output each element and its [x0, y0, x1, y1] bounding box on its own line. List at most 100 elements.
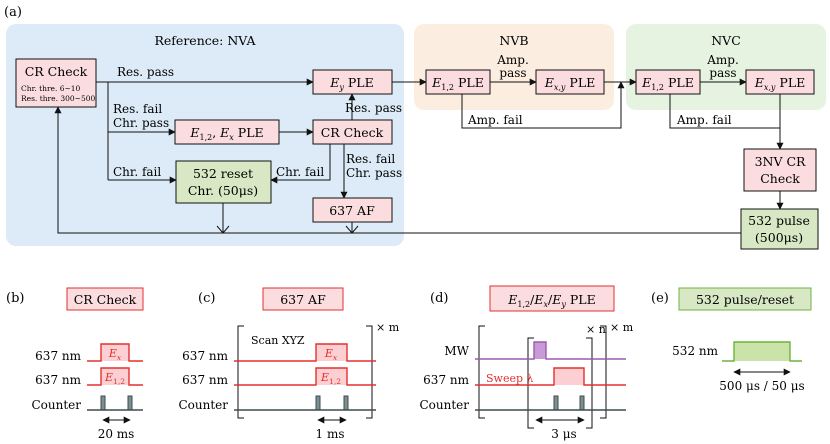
panel-c-trace-1: Ex	[234, 343, 376, 362]
panel-d-mw-trace	[475, 341, 626, 360]
panel-c-bracket-right	[366, 325, 373, 419]
panel-e-duration: 500 μs / 50 μs	[719, 379, 804, 393]
box-cr-check-2: CR Check	[312, 119, 393, 145]
svg-text:Ex,y PLE: Ex,y PLE	[544, 75, 596, 92]
svg-text:Check: Check	[760, 171, 800, 186]
panel-c-repeat: × m	[376, 321, 400, 334]
panel-d-counter-trace	[475, 395, 626, 411]
panel-b-title-box	[66, 287, 144, 311]
panel-e-row: 532 nm	[672, 344, 718, 358]
panel-b-title: CR Check	[74, 292, 137, 307]
svg-text:CR Check: CR Check	[25, 64, 88, 79]
svg-text:Chr. pass: Chr. pass	[113, 116, 169, 130]
panel-d-row-3: Counter	[419, 398, 469, 412]
box-nvc-exy-ple: Ex,y PLE	[745, 69, 815, 95]
box-532-reset: 532 reset Chr. (50μs)	[175, 160, 272, 204]
panel-d-bracket-inner-left	[527, 337, 534, 429]
svg-text:Chr. pass: Chr. pass	[346, 166, 402, 180]
svg-text:Res. fail: Res. fail	[113, 102, 162, 116]
panel-c-scan: Scan XYZ	[251, 334, 305, 347]
svg-text:Ex: Ex	[324, 347, 338, 362]
region-nvc-title: NVC	[711, 33, 741, 48]
panel-d-bracket-inner-right	[586, 337, 593, 429]
panel-d-bracket-outer-left	[478, 325, 485, 419]
panel-b-row-1: 637 nm	[35, 349, 81, 363]
panel-d-row-2: 637 nm	[423, 373, 469, 387]
svg-text:E1,2: E1,2	[320, 371, 341, 386]
panel-e-title-box	[678, 287, 812, 311]
panel-d-row-1: MW	[444, 344, 469, 358]
box-nvc-e12-ple: E1,2 PLE	[635, 69, 701, 95]
panel-b-row-2: 637 nm	[35, 373, 81, 387]
svg-text:E1,2: E1,2	[104, 371, 125, 386]
svg-text:Ex: Ex	[108, 347, 122, 362]
panel-c-duration: 1 ms	[316, 427, 345, 441]
panel-c-trace-2: E1,2	[234, 367, 376, 386]
panel-d-duration: 3 μs	[551, 427, 576, 441]
svg-text:Ex,y PLE: Ex,y PLE	[754, 75, 806, 92]
panel-c-row-2: 637 nm	[182, 373, 228, 387]
svg-text:Chr. fail: Chr. fail	[276, 165, 324, 179]
box-nvb-e12-ple: E1,2 PLE	[425, 69, 491, 95]
svg-text:CR Check: CR Check	[321, 125, 384, 140]
svg-text:Res. pass: Res. pass	[117, 65, 174, 79]
box-cr-check-main: CR Check Chr. thre. 6~10 Res. thre. 300~…	[15, 58, 97, 108]
panel-d-laser-trace: Sweep λ	[475, 367, 626, 386]
panel-c-row-1: 637 nm	[182, 349, 228, 363]
panel-d-title: E1,2/Ex/Ey PLE	[507, 292, 595, 309]
svg-text:Res. pass: Res. pass	[345, 101, 402, 115]
panel-c-title-box	[262, 287, 344, 311]
svg-text:Amp. fail: Amp. fail	[676, 113, 732, 127]
panel-c-counter-trace	[234, 395, 376, 411]
panel-d-repeat-outer: × m	[610, 321, 634, 334]
region-nva-title: Reference: NVA	[155, 33, 257, 48]
svg-text:Amp.: Amp.	[496, 53, 529, 67]
svg-text:Res. thre. 300~500: Res. thre. 300~500	[21, 94, 95, 103]
svg-text:Chr. fail: Chr. fail	[113, 165, 161, 179]
svg-text:3NV CR: 3NV CR	[755, 154, 806, 169]
box-ey-ple: Ey PLE	[312, 69, 393, 95]
panel-b-counter-trace	[87, 395, 143, 411]
panel-d-repeat-inner: × n	[586, 323, 606, 336]
svg-text:637 AF: 637 AF	[329, 203, 375, 218]
box-3nv-cr-check: 3NV CR Check	[743, 148, 817, 192]
svg-text:Chr. (50μs): Chr. (50μs)	[188, 183, 258, 198]
svg-text:Amp. fail: Amp. fail	[467, 113, 523, 127]
svg-text:Chr. thre. 6~10: Chr. thre. 6~10	[21, 84, 81, 93]
panel-b-label: (b)	[6, 291, 24, 306]
panel-c-row-3: Counter	[178, 398, 228, 412]
box-637-af: 637 AF	[312, 197, 393, 223]
panel-d-sweep-label: Sweep λ	[486, 372, 534, 385]
box-nvb-exy-ple: Ex,y PLE	[535, 69, 605, 95]
panel-c-bracket-left	[237, 325, 244, 419]
panel-d-label: (d)	[430, 291, 448, 306]
svg-text:532 pulse: 532 pulse	[748, 213, 810, 228]
panel-d-bracket-outer-right	[600, 325, 607, 419]
svg-text:pass: pass	[709, 66, 736, 80]
box-532-pulse: 532 pulse (500μs)	[740, 208, 819, 250]
panel-c-label: (c)	[198, 291, 215, 306]
svg-text:(500μs): (500μs)	[755, 230, 803, 245]
arrow-labels: Res. pass Res. fail Chr. pass Res. pass …	[113, 53, 739, 180]
panel-c-title: 637 AF	[280, 292, 326, 307]
svg-text:Ey PLE: Ey PLE	[329, 75, 373, 92]
svg-text:E1,2 PLE: E1,2 PLE	[641, 75, 694, 92]
svg-text:Res. fail: Res. fail	[346, 152, 395, 166]
panel-e-532-trace	[722, 341, 802, 362]
box-e12-ex-ple: E1,2, Ex PLE	[174, 119, 280, 145]
panel-a-label: (a)	[4, 5, 22, 20]
flow-connectors	[54, 78, 784, 234]
panel-d-title-box	[489, 285, 615, 312]
region-nvb-title: NVB	[499, 33, 528, 48]
svg-text:pass: pass	[499, 66, 526, 80]
panel-e-label: (e)	[651, 291, 669, 306]
panel-b-duration: 20 ms	[98, 427, 135, 441]
panel-e-title: 532 pulse/reset	[696, 292, 794, 307]
svg-text:Amp.: Amp.	[706, 53, 739, 67]
svg-text:E1,2, Ex PLE: E1,2, Ex PLE	[189, 125, 263, 142]
panel-b-row-3: Counter	[31, 398, 81, 412]
panel-b-trace-2: E1,2	[87, 367, 143, 386]
panel-b-trace-1: Ex	[87, 343, 143, 362]
svg-text:532 reset: 532 reset	[193, 166, 253, 181]
